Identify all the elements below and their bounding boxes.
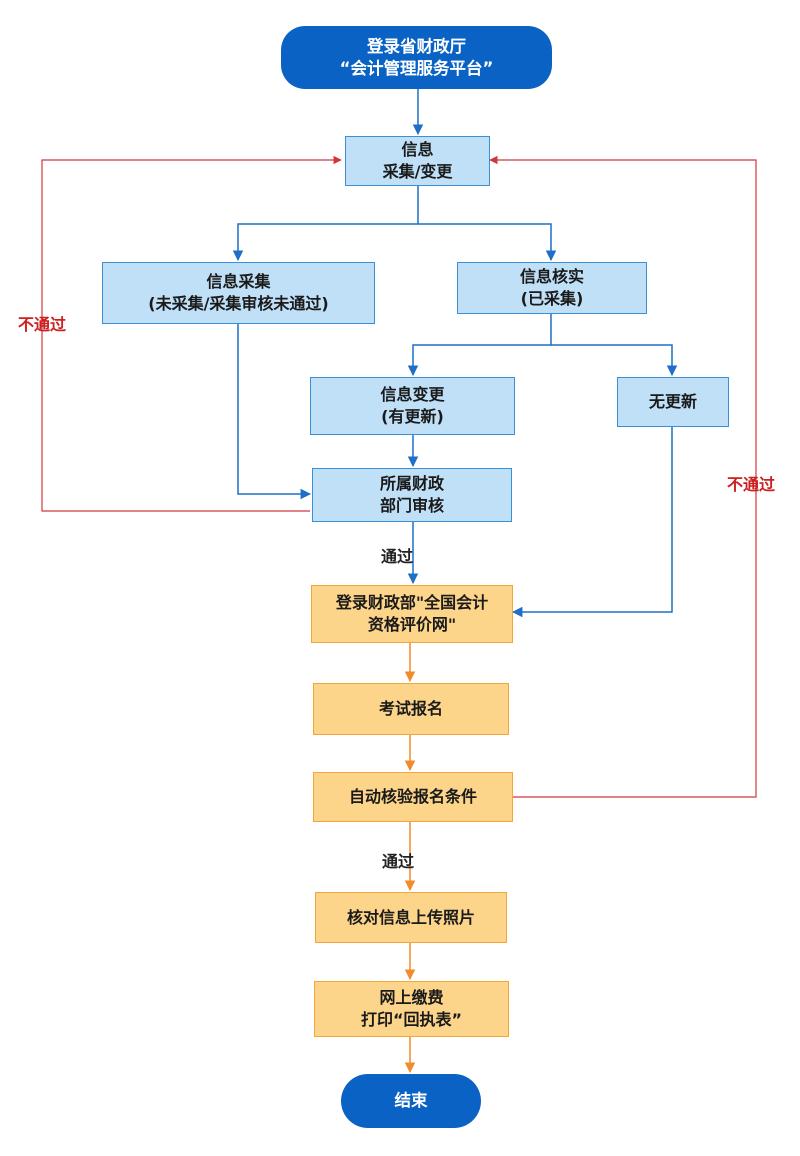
end-label: 结束: [394, 1091, 428, 1110]
fail-label-left: 不通过: [18, 315, 67, 334]
signup-label: 考试报名: [378, 699, 443, 718]
no-update-label: 无更新: [648, 392, 697, 411]
edge-noupd-to-login: [511, 427, 673, 618]
auto-check-label: 自动核验报名条件: [348, 787, 477, 806]
edge-review-fail-loop: [41, 155, 342, 512]
no-update-node: 无更新: [617, 377, 729, 427]
collect-label-line1: 信息: [401, 140, 434, 159]
verify-label-line2: (已采集): [520, 289, 584, 308]
edge-collect-to-verify: [418, 223, 557, 262]
payment-label-line2: 打印“回执表”: [360, 1010, 463, 1029]
change-label-line2: (有更新): [381, 407, 444, 426]
end-node: 结束: [341, 1074, 481, 1128]
auto-check-node: 自动核验报名条件: [313, 772, 513, 822]
gather-node: 信息采集 (未采集/采集审核未通过): [102, 262, 375, 324]
review-label-line2: 部门审核: [379, 496, 444, 515]
photo-label: 核对信息上传照片: [346, 907, 475, 927]
start-label-line2: “会计管理服务平台”: [339, 58, 494, 78]
start-node: 登录省财政厅 “会计管理服务平台”: [281, 26, 552, 89]
login-label-line2: 资格评价网": [367, 615, 457, 634]
edge-verify-branch: [407, 314, 552, 377]
verify-label-line1: 信息核实: [519, 267, 584, 286]
review-node: 所属财政 部门审核: [312, 468, 512, 522]
photo-upload-node: 核对信息上传照片: [315, 892, 507, 943]
edge-verify-to-noupd: [551, 344, 678, 377]
review-label-line1: 所属财政: [379, 474, 444, 493]
change-node: 信息变更 (有更新): [310, 377, 515, 435]
payment-label-line1: 网上缴费: [379, 988, 444, 1007]
login-mof-node: 登录财政部"全国会计 资格评价网": [311, 585, 513, 643]
pass-label-review: 通过: [381, 547, 414, 566]
collect-change-node: 信息 采集/变更: [345, 136, 490, 186]
collect-label-line2: 采集/变更: [382, 162, 453, 181]
gather-label-line2: (未采集/采集审核未通过): [148, 294, 329, 313]
edge-gather-to-review: [237, 324, 312, 500]
login-label-line1: 登录财政部"全国会计: [335, 593, 489, 612]
fail-label-right: 不通过: [727, 475, 776, 494]
edge-auto-fail-loop: [489, 155, 757, 798]
gather-label-line1: 信息采集: [206, 272, 271, 291]
exam-signup-node: 考试报名: [313, 683, 509, 735]
edge-collect-branch: [232, 186, 419, 262]
start-label-line1: 登录省财政厅: [367, 36, 466, 56]
pass-label-auto: 通过: [382, 852, 415, 871]
change-label-line1: 信息变更: [380, 385, 445, 404]
payment-node: 网上缴费 打印“回执表”: [314, 981, 509, 1037]
verify-node: 信息核实 (已采集): [457, 262, 647, 314]
